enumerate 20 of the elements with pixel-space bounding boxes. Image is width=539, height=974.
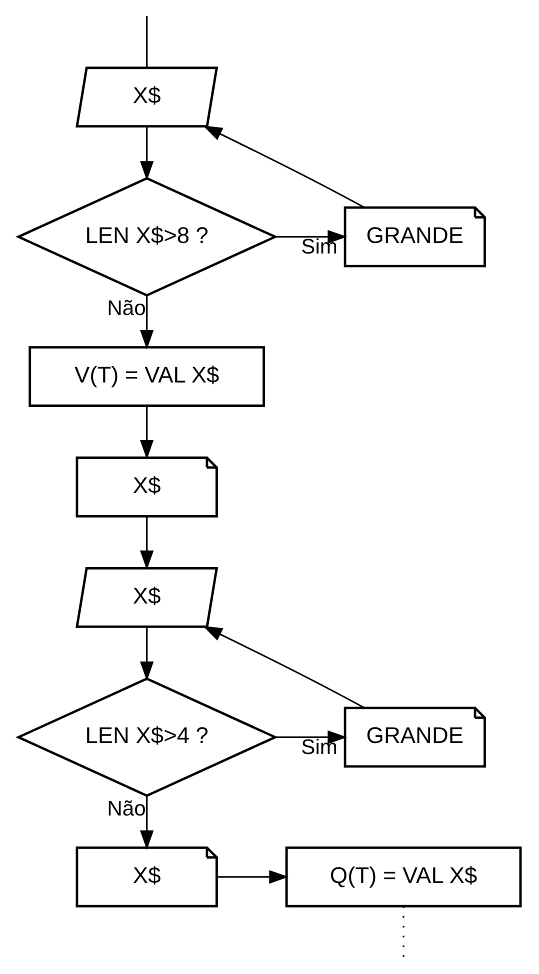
arrow bbox=[140, 796, 154, 850]
node-box: Q(T) = VAL X$ bbox=[285, 846, 522, 908]
node-diamond: LEN X$>4 ? bbox=[16, 677, 278, 798]
edge-label: Não bbox=[107, 297, 146, 320]
arrow bbox=[140, 627, 154, 682]
arrow bbox=[202, 125, 364, 208]
arrow bbox=[140, 296, 154, 350]
arrow bbox=[276, 730, 348, 744]
node-box: V(T) = VAL X$ bbox=[28, 346, 266, 407]
edge-label: Sim bbox=[301, 236, 338, 259]
arrow bbox=[140, 126, 154, 181]
arrow bbox=[140, 406, 154, 460]
node-diamond: LEN X$>8 ? bbox=[16, 176, 278, 297]
arrow bbox=[140, 516, 154, 570]
edge-label: Não bbox=[107, 797, 146, 820]
arrow bbox=[217, 870, 289, 884]
connector bbox=[146, 16, 148, 68]
arrow bbox=[202, 626, 364, 708]
arrow bbox=[276, 230, 348, 244]
edge-label: Sim bbox=[301, 736, 338, 760]
